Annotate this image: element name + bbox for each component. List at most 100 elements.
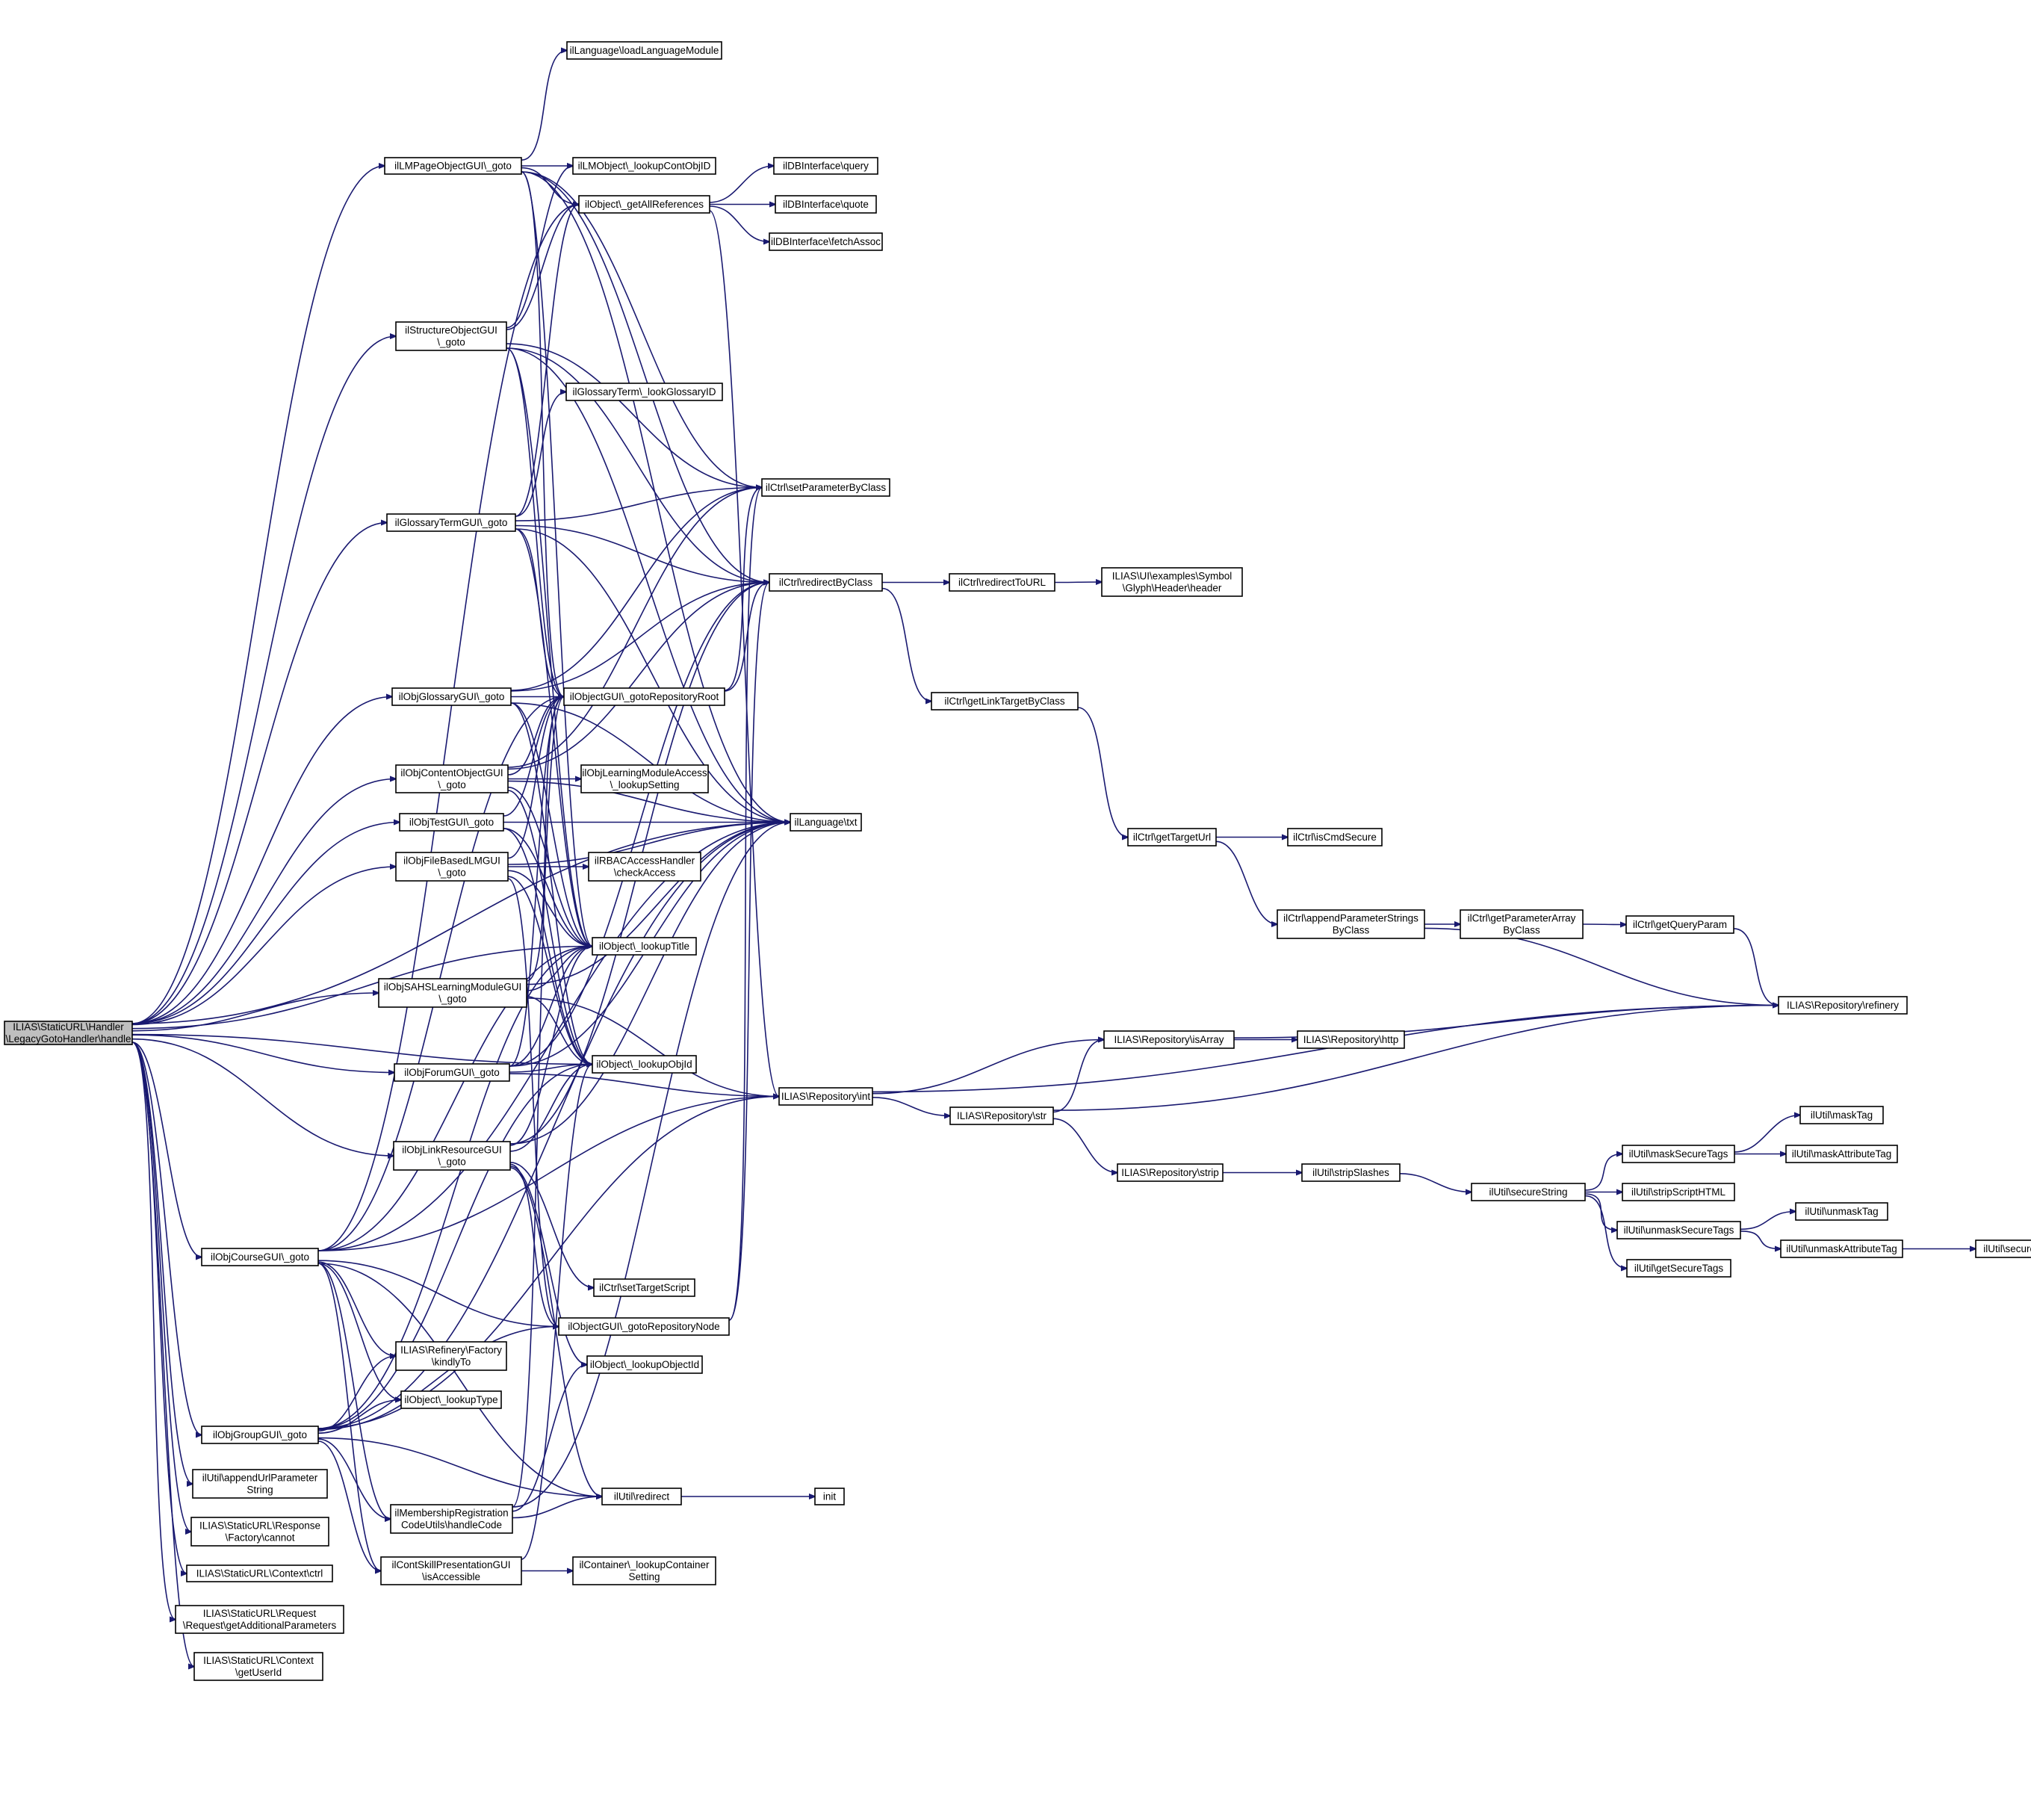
node-box [175, 1605, 344, 1634]
node-lmaccess[interactable]: ilObjLearningModuleAccess\_lookupSetting [580, 764, 709, 793]
node-box [761, 478, 890, 497]
node-getallrefs[interactable]: ilObject\_getAllReferences [578, 195, 710, 214]
node-lookupobjid[interactable]: ilObject\_lookupObjId [592, 1055, 697, 1074]
call-edge-structure-to-langtxt [506, 347, 790, 823]
node-label: ilUtil\unmaskAttributeTag [1786, 1243, 1897, 1254]
node-repostrip[interactable]: ILIAS\Repository\strip [1117, 1163, 1224, 1182]
node-dbfetch[interactable]: ilDBInterface\fetchAssoc [769, 232, 883, 251]
call-edge-objglossary-to-redirectbyclass [510, 583, 769, 692]
node-stripscript[interactable]: ilUtil\stripScriptHTML [1622, 1183, 1735, 1201]
node-iscmdsecure[interactable]: ilCtrl\isCmdSecure [1287, 828, 1383, 846]
call-edge-root-to-glossaryterm [131, 523, 387, 1024]
node-settargetscript[interactable]: ilCtrl\setTargetScript [593, 1278, 695, 1297]
node-label: ilLanguage\loadLanguageModule [570, 45, 719, 56]
node-objforum[interactable]: ilObjForumGUI\_goto [394, 1063, 510, 1082]
call-edge-glossaryterm-to-setparam [515, 488, 762, 521]
node-objcourse[interactable]: ilObjCourseGUI\_goto [201, 1248, 319, 1266]
node-lookuptype[interactable]: ilObject\_lookupType [400, 1390, 502, 1409]
call-edge-root-to-objfilebased [131, 867, 396, 1026]
node-box [578, 195, 710, 214]
node-kindlyto[interactable]: ILIAS\Refinery\Factory\kindlyTo [395, 1341, 507, 1371]
node-repoint[interactable]: ILIAS\Repository\int [778, 1087, 873, 1106]
node-header[interactable]: ILIAS\UI\examples\Symbol\Glyph\Header\he… [1101, 567, 1243, 597]
node-unmasktag[interactable]: ilUtil\unmaskTag [1795, 1202, 1888, 1221]
node-box [386, 513, 516, 532]
node-contskill[interactable]: ilContSkillPresentationGUI\isAccessible [380, 1556, 522, 1585]
node-maskattr[interactable]: ilUtil\maskAttributeTag [1785, 1145, 1898, 1163]
call-edge-objgroup-to-repoint [317, 1097, 779, 1429]
node-box [193, 1652, 323, 1681]
node-lmpage[interactable]: ilLMPageObjectGUI\_goto [384, 157, 522, 175]
node-objcontent[interactable]: ilObjContentObjectGUI\_goto [395, 764, 509, 793]
node-box [565, 383, 723, 401]
node-dbquote[interactable]: ilDBInterface\quote [775, 195, 877, 214]
node-root[interactable]: ILIAS\StaticURL\Handler\LegacyGotoHandle… [4, 1021, 133, 1045]
node-stripslashes[interactable]: ilUtil\stripSlashes [1301, 1163, 1401, 1182]
node-respcannot[interactable]: ILIAS\StaticURL\Response\Factory\cannot [190, 1517, 329, 1547]
node-label: ilUtil\getSecureTags [1634, 1263, 1724, 1274]
node-box [378, 978, 527, 1008]
node-lmlookupcont[interactable]: ilLMObject\_lookupContObjID [572, 157, 716, 175]
node-masksecure[interactable]: ilUtil\maskSecureTags [1622, 1145, 1735, 1163]
node-redirecttourl[interactable]: ilCtrl\redirectToURL [949, 573, 1055, 592]
node-label: ilCtrl\getTargetUrl [1133, 832, 1211, 843]
node-repostr[interactable]: ILIAS\Repository\str [949, 1106, 1054, 1125]
node-setparam[interactable]: ilCtrl\setParameterByClass [761, 478, 890, 497]
node-box [390, 1504, 513, 1534]
node-gotorepo[interactable]: ilObjectGUI\_gotoRepositoryRoot [563, 687, 725, 706]
node-http[interactable]: ILIAS\Repository\http [1297, 1030, 1405, 1049]
node-langload[interactable]: ilLanguage\loadLanguageModule [566, 41, 722, 60]
node-glossarytermlookup[interactable]: ilGlossaryTerm\_lookGlossaryID [565, 383, 723, 401]
node-gotoreponode[interactable]: ilObjectGUI\_gotoRepositoryNode [558, 1317, 730, 1336]
node-objlink[interactable]: ilObjLinkResourceGUI\_goto [393, 1141, 511, 1171]
node-gettargeturl[interactable]: ilCtrl\getTargetUrl [1127, 828, 1217, 846]
node-utilredirect[interactable]: ilUtil\redirect [601, 1488, 682, 1505]
node-lookupobjectid[interactable]: ilObject\_lookupObjectId [586, 1355, 703, 1374]
node-lookuptitle[interactable]: ilObject\_lookupTitle [592, 937, 697, 956]
node-box [592, 937, 697, 956]
node-objsahs[interactable]: ilObjSAHSLearningModuleGUI\_goto [378, 978, 527, 1008]
node-langtxt[interactable]: ilLanguage\txt [790, 813, 862, 832]
node-label: ILIAS\Repository\str [957, 1110, 1047, 1121]
node-rbac[interactable]: ilRBACAccessHandler\checkAccess [588, 852, 701, 882]
call-edge-objlink-to-lookupobjid [509, 1065, 592, 1152]
node-ctxctrl[interactable]: ILIAS\StaticURL\Context\ctrl [186, 1564, 333, 1582]
node-objgroup[interactable]: ilObjGroupGUI\_goto [201, 1426, 319, 1444]
node-securestring[interactable]: ilUtil\secureString [1471, 1183, 1586, 1201]
node-glossaryterm[interactable]: ilGlossaryTermGUI\_goto [386, 513, 516, 532]
node-box [399, 813, 504, 832]
node-objtest[interactable]: ilObjTestGUI\_goto [399, 813, 504, 832]
call-edge-objfilebased-to-gotoreponode [507, 878, 559, 1327]
node-init[interactable]: init [814, 1488, 845, 1505]
node-label: ilObjCourseGUI\_goto [211, 1251, 309, 1263]
node-refinery[interactable]: ILIAS\Repository\refinery [1778, 996, 1908, 1015]
call-edge-objcontent-to-gotorepo [507, 697, 564, 776]
node-getqueryparam[interactable]: ilCtrl\getQueryParam [1625, 915, 1734, 934]
node-objglossary[interactable]: ilObjGlossaryGUI\_goto [391, 687, 512, 706]
node-unmasksecure[interactable]: ilUtil\unmaskSecureTags [1616, 1221, 1741, 1239]
node-isarray[interactable]: ILIAS\Repository\isArray [1103, 1030, 1235, 1049]
node-masktag[interactable]: ilUtil\maskTag [1799, 1106, 1884, 1124]
node-unmaskattr[interactable]: ilUtil\unmaskAttributeTag [1780, 1239, 1903, 1258]
call-edge-repostr-to-isarray [1052, 1040, 1104, 1113]
node-reqaddparams[interactable]: ILIAS\StaticURL\Request\Request\getAddit… [175, 1605, 344, 1634]
call-edge-objtest-to-lookupobjid [503, 828, 592, 1065]
node-getlinktarget[interactable]: ilCtrl\getLinkTargetByClass [931, 692, 1079, 711]
call-edge-objcourse-to-gotoreponode [317, 1260, 559, 1326]
node-label: ilObject\_lookupObjId [596, 1059, 692, 1070]
node-getsecuretags[interactable]: ilUtil\getSecureTags [1626, 1259, 1731, 1278]
node-objfilebased[interactable]: ilObjFileBasedLMGUI\_goto [395, 852, 509, 882]
node-redirectbyclass[interactable]: ilCtrl\redirectByClass [769, 573, 883, 592]
node-label: ILIAS\Repository\int [781, 1091, 871, 1102]
node-membership[interactable]: ilMembershipRegistrationCodeUtils\handle… [390, 1504, 513, 1534]
node-securelink[interactable]: ilUtil\secureLink [1975, 1239, 2031, 1258]
node-dbquery[interactable]: ilDBInterface\query [773, 157, 878, 175]
node-ctxuserid[interactable]: ILIAS\StaticURL\Context\getUserId [193, 1652, 323, 1681]
call-edge-objfilebased-to-gotorepo [507, 697, 564, 859]
node-box [190, 1517, 329, 1547]
node-structure[interactable]: ilStructureObjectGUI\_goto [395, 321, 507, 351]
